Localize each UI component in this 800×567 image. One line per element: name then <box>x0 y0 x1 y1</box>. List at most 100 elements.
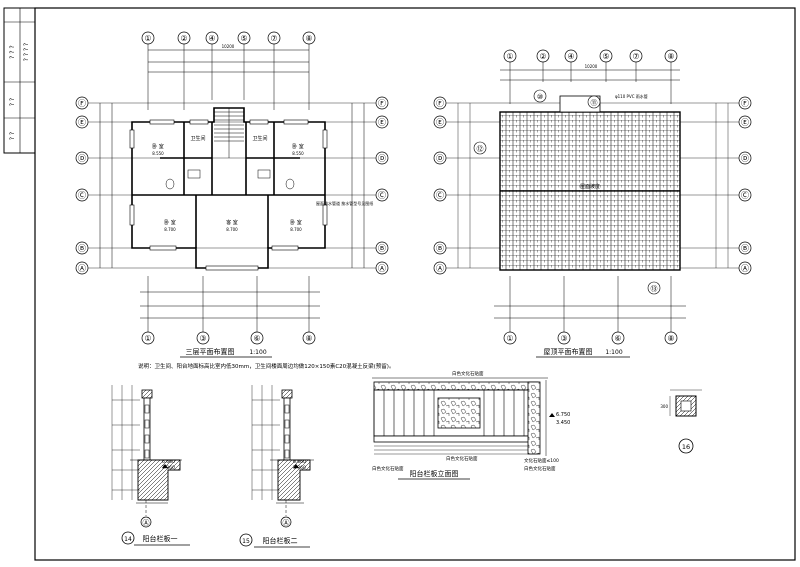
roof-axes-right: Ⓕ Ⓔ Ⓓ Ⓒ Ⓑ Ⓐ <box>738 96 752 275</box>
svg-text:③: ③ <box>560 334 567 343</box>
railing1-elev2: 3.360 <box>162 465 175 471</box>
svg-text:①: ① <box>144 34 151 43</box>
svg-text:⑪: ⑪ <box>591 99 598 107</box>
roof-center-note: 屋面坡度 <box>580 183 600 190</box>
column-marker: 16 <box>682 443 690 451</box>
svg-text:④: ④ <box>567 52 574 61</box>
svg-text:①: ① <box>506 52 513 61</box>
svg-text:②: ② <box>180 34 187 43</box>
general-note: 说明：卫生间、阳台地面标高比室内低30mm，卫生间楼面周边均做120×150素C… <box>138 362 394 370</box>
room-label: 客 室 <box>226 219 238 226</box>
svg-text:⑤: ⑤ <box>602 52 609 61</box>
svg-text:⑬: ⑬ <box>651 285 658 293</box>
room-elev: 8.550 <box>152 151 164 156</box>
railing1-title: 阳台栏板一 <box>143 534 178 543</box>
svg-text:Ⓕ: Ⓕ <box>78 99 86 108</box>
elevation-level-2: 3.450 <box>556 420 570 426</box>
elevation-label-5: 白色文化石贴面 <box>524 465 556 472</box>
title-block-text-2: ? ? ? ? <box>23 43 30 61</box>
svg-text:Ⓒ: Ⓒ <box>378 191 386 200</box>
room-label: 卧 室 <box>164 219 176 226</box>
roof-overall-width: 10200 <box>585 64 598 69</box>
svg-text:Ⓐ: Ⓐ <box>378 264 386 273</box>
railing2-axis: Ⓐ <box>283 519 290 527</box>
svg-text:⑥: ⑥ <box>614 334 621 343</box>
title-block-text-3: ? ? <box>9 98 16 106</box>
svg-text:Ⓔ: Ⓔ <box>378 118 386 127</box>
svg-text:Ⓓ: Ⓓ <box>378 154 386 163</box>
floor-plan-scale: 1:100 <box>249 349 266 356</box>
sheet-border <box>34 7 796 561</box>
svg-text:Ⓐ: Ⓐ <box>78 264 86 273</box>
room-label: 卧 室 <box>292 143 304 150</box>
roof-axes-top: ① ② ④ ⑤ ⑦ ⑧ <box>503 49 678 63</box>
roof-axes-left: Ⓕ Ⓔ Ⓓ Ⓒ Ⓑ Ⓐ <box>433 96 447 275</box>
railing1-axis: Ⓐ <box>143 519 150 527</box>
svg-text:Ⓕ: Ⓕ <box>436 99 444 108</box>
svg-text:Ⓔ: Ⓔ <box>78 118 86 127</box>
roof-detail-markers: ⑩ ⑪ ⑫ ⑬ <box>473 89 661 295</box>
svg-text:⑧: ⑧ <box>305 34 312 43</box>
svg-text:⑫: ⑫ <box>477 145 484 153</box>
roof-pipe-note: φ110 PVC 雨水管 <box>615 93 648 99</box>
elevation-label-1: 白色文化石贴面 <box>452 370 484 377</box>
svg-text:Ⓔ: Ⓔ <box>436 118 444 127</box>
railing1-marker: 14 <box>124 536 132 543</box>
svg-text:Ⓑ: Ⓑ <box>436 244 444 253</box>
railing2-elev1: 6.660 <box>293 459 306 465</box>
title-block-text-4: ? ? <box>9 132 16 140</box>
svg-text:Ⓒ: Ⓒ <box>741 191 749 200</box>
room-label: 卫生间 <box>190 135 205 142</box>
elevation-title: 阳台栏板立面图 <box>410 469 459 478</box>
svg-text:Ⓓ: Ⓓ <box>436 154 444 163</box>
room-elev: 8.700 <box>290 227 302 232</box>
svg-text:Ⓔ: Ⓔ <box>741 118 749 127</box>
svg-text:Ⓓ: Ⓓ <box>741 154 749 163</box>
svg-text:⑤: ⑤ <box>240 34 247 43</box>
floor-axes-right: Ⓕ Ⓔ Ⓓ Ⓒ Ⓑ Ⓐ <box>375 96 389 275</box>
elevation-level-1: 6.750 <box>556 412 570 418</box>
title-block <box>3 7 36 154</box>
railing-section-2: 6.660 3.360 Ⓐ 15 阳台栏板二 <box>239 385 314 548</box>
floor-drain-note: 屋面排水管道 按水管型号见图纸 <box>316 200 373 206</box>
room-label: 卧 室 <box>152 143 164 150</box>
svg-text:⑥: ⑥ <box>253 334 260 343</box>
svg-text:Ⓒ: Ⓒ <box>78 191 86 200</box>
svg-text:①: ① <box>506 334 513 343</box>
svg-text:⑧: ⑧ <box>305 334 312 343</box>
svg-text:Ⓕ: Ⓕ <box>741 99 749 108</box>
railing2-title: 阳台栏板二 <box>263 536 298 545</box>
svg-text:Ⓑ: Ⓑ <box>741 244 749 253</box>
room-elev: 8.700 <box>226 227 238 232</box>
svg-text:Ⓓ: Ⓓ <box>78 154 86 163</box>
svg-text:③: ③ <box>199 334 206 343</box>
railing2-marker: 15 <box>242 538 250 545</box>
floor-plan-title: 三层平面布置图 <box>186 347 235 356</box>
column-detail: 300 16 <box>660 389 702 454</box>
railing-section-1: 6.660 3.360 Ⓐ 14 阳台栏板一 <box>111 385 190 546</box>
svg-text:②: ② <box>539 52 546 61</box>
svg-text:⑦: ⑦ <box>632 52 639 61</box>
title-block-text-1: ? ? ? <box>9 45 16 58</box>
railing1-elev1: 6.660 <box>162 459 175 465</box>
floor-overall-width: 10200 <box>222 44 235 49</box>
svg-text:Ⓑ: Ⓑ <box>378 244 386 253</box>
third-floor-plan: ① ② ④ ⑤ ⑦ ⑧ 10200 Ⓕ Ⓔ Ⓓ Ⓒ Ⓑ Ⓐ Ⓕ Ⓔ Ⓓ <box>75 31 389 358</box>
svg-text:⑩: ⑩ <box>537 93 543 101</box>
svg-text:Ⓒ: Ⓒ <box>436 191 444 200</box>
room-label: 卫生间 <box>252 135 267 142</box>
svg-text:④: ④ <box>208 34 215 43</box>
room-elev: 8.550 <box>292 151 304 156</box>
floor-room-labels: 卧 室 8.550 卫生间 卫生间 卧 室 8.550 卧 室 8.700 客 … <box>152 135 304 232</box>
roof-plan-scale: 1:100 <box>605 349 622 356</box>
elevation-label-3: 白色文化石贴面 <box>446 455 478 462</box>
roof-axes-bottom: ① ③ ⑥ ⑧ <box>503 331 678 345</box>
elevation-label-4: 文化石贴面≤100 <box>524 457 559 464</box>
floor-axes-top: ① ② ④ ⑤ ⑦ ⑧ <box>141 31 316 45</box>
svg-text:Ⓐ: Ⓐ <box>741 264 749 273</box>
roof-plan-title: 屋顶平面布置图 <box>544 347 593 356</box>
roof-plan: ① ② ④ ⑤ ⑦ ⑧ 10200 Ⓕ Ⓔ Ⓓ Ⓒ Ⓑ Ⓐ Ⓕ Ⓔ Ⓓ Ⓒ Ⓑ <box>433 49 752 358</box>
svg-text:⑧: ⑧ <box>667 334 674 343</box>
svg-text:Ⓐ: Ⓐ <box>436 264 444 273</box>
